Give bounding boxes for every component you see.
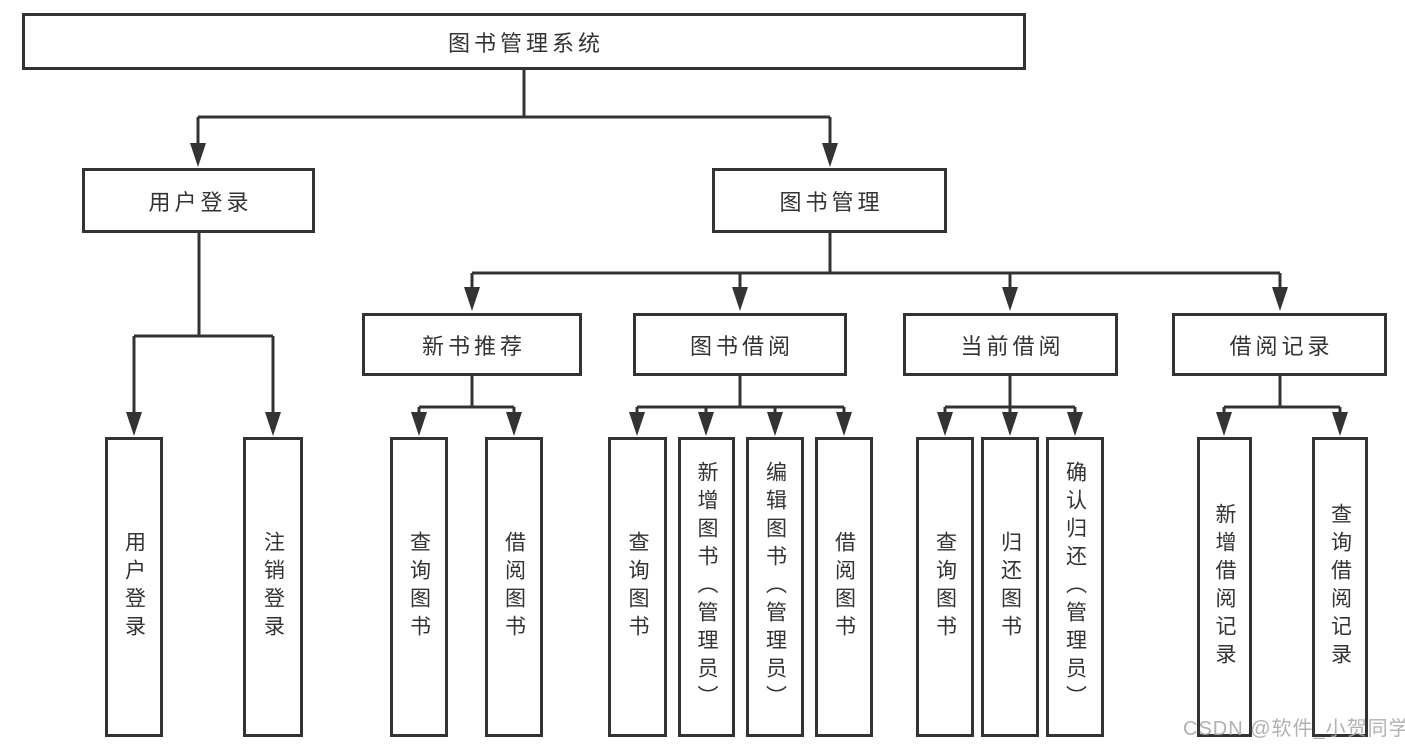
leaf-add-book-admin: 新增图书（管理员） [678,437,735,737]
node-borrow-records: 借阅记录 [1172,313,1387,376]
node-current-borrow: 当前借阅 [903,313,1118,376]
node-user-login: 用户登录 [82,168,315,233]
leaf-return-books: 归还图书 [981,437,1039,737]
leaf-borrow-books-recommend: 借阅图书 [485,437,543,737]
node-book-borrow: 图书借阅 [633,313,847,376]
leaf-add-borrow-record: 新增借阅记录 [1197,437,1252,737]
node-root: 图书管理系统 [22,13,1026,70]
leaf-borrow-books: 借阅图书 [815,437,873,737]
leaf-query-books-current: 查询图书 [916,437,974,737]
arrow-heads [126,143,1348,436]
csdn-watermark: CSDN @软件_小贺同学 [1183,718,1405,740]
leaf-query-books-borrow: 查询图书 [608,437,667,737]
leaf-query-borrow-record: 查询借阅记录 [1312,437,1368,737]
connector-wires [132,70,1342,414]
leaf-query-books-recommend: 查询图书 [390,437,448,737]
leaf-logout: 注销登录 [243,437,303,737]
leaf-user-login: 用户登录 [105,437,163,737]
leaf-confirm-return-admin: 确认归还（管理员） [1046,437,1104,737]
node-book-management: 图书管理 [712,168,947,233]
leaf-edit-book-admin: 编辑图书（管理员） [746,437,804,737]
node-new-book-recommend: 新书推荐 [362,313,582,376]
